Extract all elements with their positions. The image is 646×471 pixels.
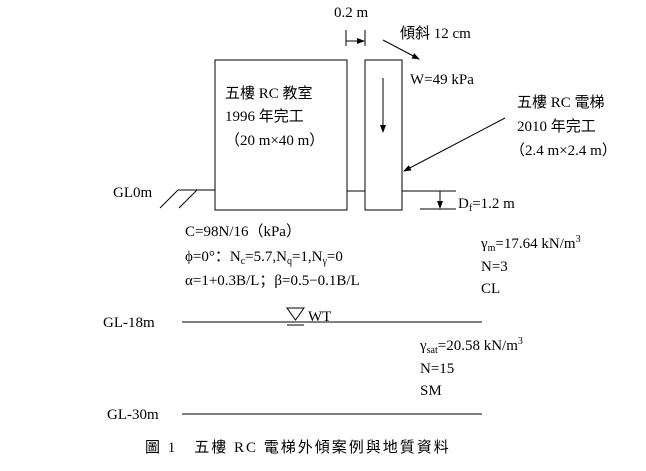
layer1-spt: N=3 [481, 259, 508, 275]
classroom-label: 五樓 RC 教室 [225, 85, 313, 102]
cohesion-formula: C=98N/16（kPa） [185, 223, 301, 240]
layer1-soil-type: CL [481, 281, 500, 297]
layer2-soil-type: SM [420, 383, 442, 399]
df-label: Df=1.2 m [458, 196, 515, 214]
elevator-building [364, 59, 403, 211]
figure-caption: 圖 1 五樓 RC 電梯外傾案例與地質資料 [145, 438, 451, 456]
ground-surface [159, 189, 456, 210]
classroom-year: 1996 年完工 [225, 108, 304, 125]
gl0-label: GL0m [113, 185, 152, 201]
classroom-building [214, 59, 348, 211]
tilt-arrow-icon [382, 39, 420, 60]
elevator-size: （2.4 m×2.4 m） [510, 142, 617, 159]
gap-dimension-marker [345, 30, 366, 46]
layer2-spt: N=15 [420, 361, 454, 377]
layer2-unit-weight: γsat=20.58 kN/m3 [419, 336, 523, 356]
shape-factors: α=1+0.3B/L；β=0.5−0.1B/L [185, 273, 360, 289]
layer1-unit-weight: γm=17.64 kN/m3 [480, 234, 581, 254]
elevator-pointer-arrow-icon [403, 117, 506, 172]
water-table-icon [286, 307, 305, 326]
classroom-size: （20 m×40 m） [225, 132, 324, 149]
gl18-label: GL-18m [103, 315, 155, 331]
tilt-label: 傾斜 12 cm [400, 25, 471, 42]
elevator-load: W=49 kPa [410, 72, 474, 88]
bearing-factors: ϕ=0°：Nc=5.7,Nq=1,Nγ=0 [185, 249, 343, 267]
gl30-label: GL-30m [107, 407, 159, 423]
elevator-label: 五樓 RC 電梯 [517, 94, 605, 111]
elevator-year: 2010 年完工 [517, 118, 596, 135]
water-table-label: WT [308, 309, 331, 325]
gap-dimension-label: 0.2 m [334, 5, 369, 21]
